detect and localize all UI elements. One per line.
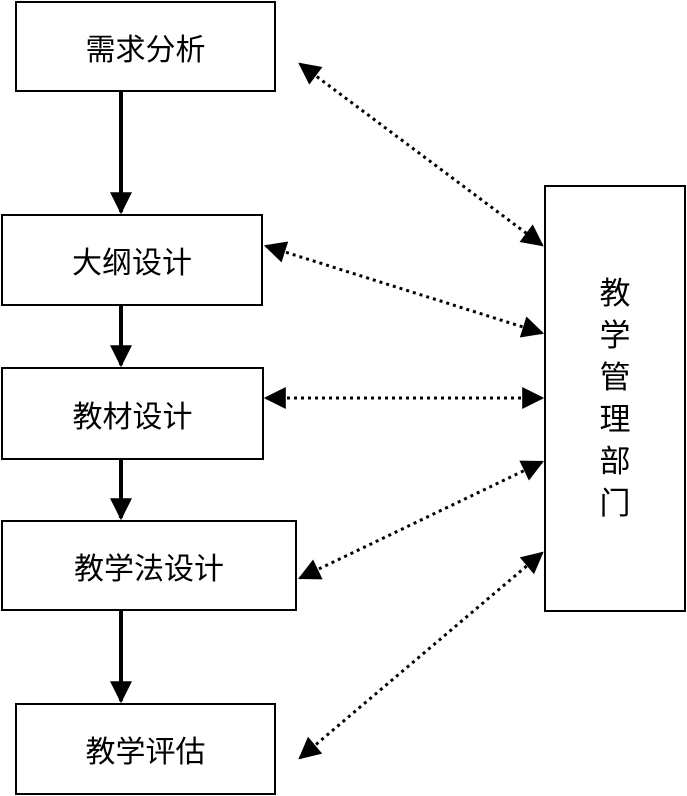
node-needs-analysis: 需求分析 (15, 1, 276, 92)
node-material-design: 教材设计 (1, 367, 264, 460)
node-teaching-admin-char: 门 (599, 485, 631, 522)
node-material-design-label: 教材设计 (72, 399, 193, 435)
node-syllabus-design: 大纲设计 (1, 214, 263, 306)
node-syllabus-design-label: 大纲设计 (72, 246, 192, 281)
node-pedagogy-design: 教学法设计 (1, 520, 297, 611)
dotted-arrow-needs-admin (298, 62, 544, 247)
dotted-arrow-evaluation-admin (298, 551, 544, 760)
node-teaching-evaluation-label: 教学评估 (85, 735, 206, 770)
dotted-arrow-pedagogy-admin (298, 460, 544, 580)
dotted-arrow-syllabus-admin (263, 241, 545, 338)
node-teaching-evaluation: 教学评估 (15, 703, 276, 795)
node-teaching-admin-char: 部 (599, 443, 631, 480)
node-teaching-admin-char: 学 (599, 317, 631, 354)
node-needs-analysis-label: 需求分析 (85, 32, 206, 68)
node-teaching-admin-char: 理 (599, 401, 631, 438)
node-teaching-admin-char: 教 (599, 275, 631, 312)
node-teaching-admin: 教 学 管 理 部 门 (544, 185, 686, 612)
node-pedagogy-design-label: 教学法设计 (74, 551, 224, 587)
node-teaching-admin-char: 管 (599, 359, 631, 396)
